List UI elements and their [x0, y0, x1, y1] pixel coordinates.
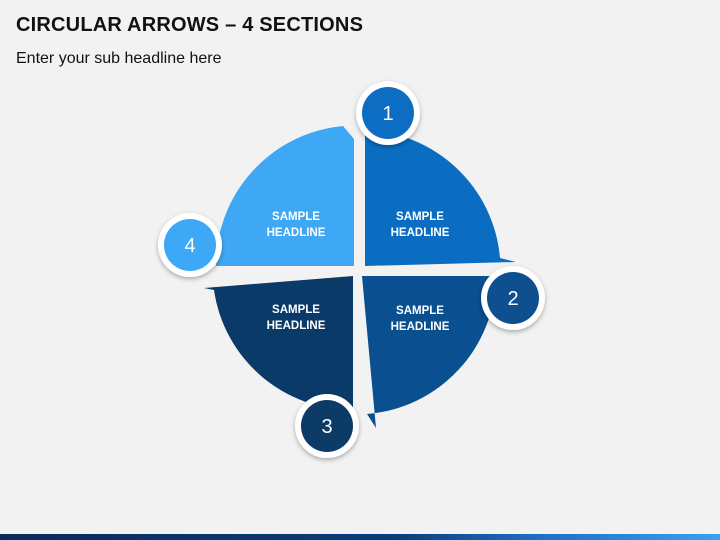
badge-3 [295, 394, 359, 458]
badge-2-number: 2 [507, 288, 518, 310]
section-1-label-line1: SAMPLE [396, 211, 444, 223]
section-4-label-line2: HEADLINE [267, 227, 326, 239]
badge-3-number: 3 [321, 416, 332, 438]
footer-gradient-bar [0, 534, 720, 540]
page-subtitle: Enter your sub headline here [16, 50, 222, 67]
section-1-label-line2: HEADLINE [391, 227, 450, 239]
section-1: SAMPLE HEADLINE [365, 130, 516, 266]
badge-2 [481, 266, 545, 330]
section-1-arrow [365, 130, 516, 266]
section-2-arrow [362, 276, 496, 428]
section-4-arrow [215, 126, 354, 266]
badge-4 [158, 213, 222, 277]
badge-1-number: 1 [382, 103, 393, 125]
page-title: CIRCULAR ARROWS – 4 SECTIONS [16, 14, 364, 36]
badge-4-number: 4 [184, 235, 195, 257]
section-3-arrow [204, 276, 353, 411]
badge-1 [356, 81, 420, 145]
section-2-label-line1: SAMPLE [396, 305, 444, 317]
section-4: SAMPLE HEADLINE [215, 126, 354, 266]
section-2: SAMPLE HEADLINE [362, 276, 496, 428]
section-4-label-line1: SAMPLE [272, 211, 320, 223]
section-3: SAMPLE HEADLINE [204, 276, 353, 411]
section-2-label-line2: HEADLINE [391, 321, 450, 333]
section-3-label-line2: HEADLINE [267, 320, 326, 332]
section-3-label-line1: SAMPLE [272, 304, 320, 316]
